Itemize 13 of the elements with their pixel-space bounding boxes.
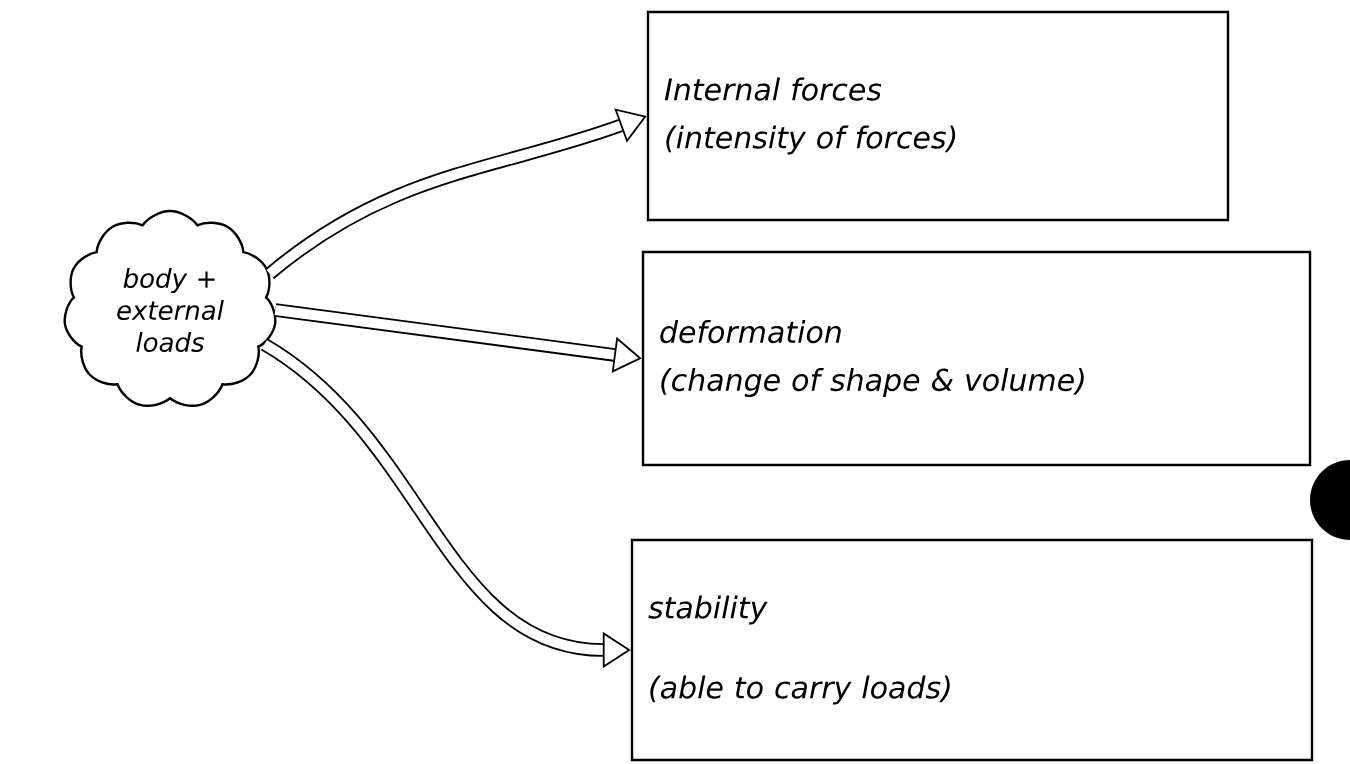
cloud-shape	[63, 209, 277, 407]
text-box	[646, 10, 1230, 222]
node-text: Internal forces	[664, 77, 882, 101]
node-text: (intensity of forces)	[666, 125, 956, 155]
node-text: stability	[648, 595, 768, 625]
text-box	[630, 538, 1314, 762]
node-text: (able to carry loads)	[650, 675, 950, 705]
node-text: deformation	[660, 320, 841, 344]
hollow-arrow	[274, 303, 642, 373]
hollow-arrow	[265, 108, 647, 280]
node-text: (change of shape & volume)	[661, 368, 1084, 397]
text-box	[641, 250, 1312, 467]
node-text: body + external loads	[117, 267, 224, 353]
